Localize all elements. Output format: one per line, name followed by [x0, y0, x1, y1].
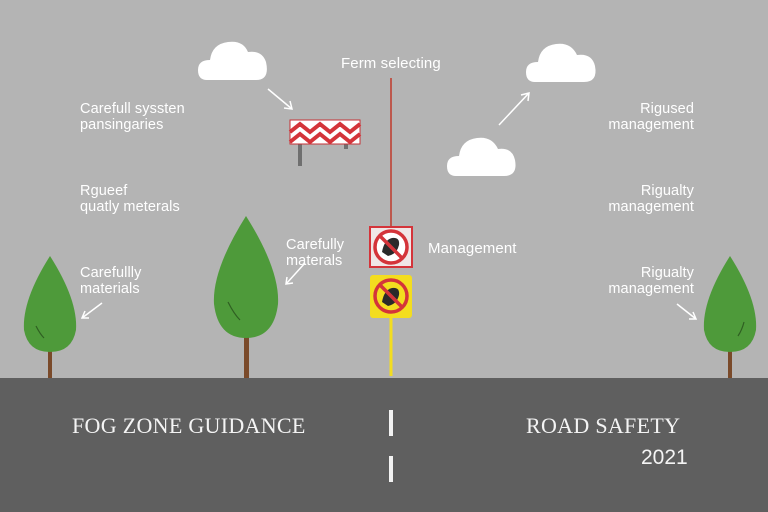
arrow-icon [267, 88, 293, 110]
sign-label: Management [428, 240, 517, 257]
label-line: management [608, 281, 694, 297]
label-line: materals [286, 253, 343, 269]
label-line: management [608, 117, 694, 133]
year-label: 2021 [641, 446, 688, 469]
label-line: Carefully [286, 237, 345, 253]
cloud-icon [526, 43, 596, 82]
barrier-icon [288, 119, 362, 166]
label-line: Rigualty [640, 183, 694, 199]
left-label-3: Carefullly materials [80, 265, 141, 297]
road-surface [0, 378, 768, 512]
label-line: Rigualty [640, 265, 694, 281]
right-label-2: Rigualty management [588, 183, 694, 215]
right-label-3: Rigualty management [588, 265, 694, 297]
no-entry-sign-icon [369, 226, 413, 268]
label-line: pansingaries [80, 117, 164, 133]
no-entry-sign-icon [370, 275, 412, 318]
tree-icon [703, 256, 757, 378]
page-title: Ferm selecting [341, 55, 441, 72]
arrow-icon [80, 302, 103, 319]
lane-marking [389, 456, 393, 482]
cloud-icon [447, 137, 516, 176]
left-label-1: Carefull syssten pansingaries [80, 101, 185, 133]
label-line: quatly meterals [80, 199, 180, 215]
tree-icon [213, 216, 279, 378]
label-line: Rgueef [80, 183, 128, 199]
lane-marking [389, 410, 393, 436]
arrow-icon [498, 92, 530, 126]
cloud-icon [198, 41, 267, 80]
arrow-icon [676, 303, 698, 320]
arrow-icon [285, 262, 306, 285]
right-label-1: Rigused management [588, 101, 694, 133]
label-line: Carefullly [80, 265, 142, 281]
tree-icon [23, 256, 77, 378]
left-label-2: Rgueef quatly meterals [80, 183, 180, 215]
center-label: Carefully materals [286, 237, 344, 269]
label-line: Rigused [640, 101, 694, 117]
label-line: management [608, 199, 694, 215]
road-title-right: ROAD SAFETY [526, 413, 681, 438]
road-title-left: FOG ZONE GUIDANCE [72, 413, 306, 438]
label-line: Carefull syssten [80, 101, 185, 117]
label-line: materials [80, 281, 140, 297]
